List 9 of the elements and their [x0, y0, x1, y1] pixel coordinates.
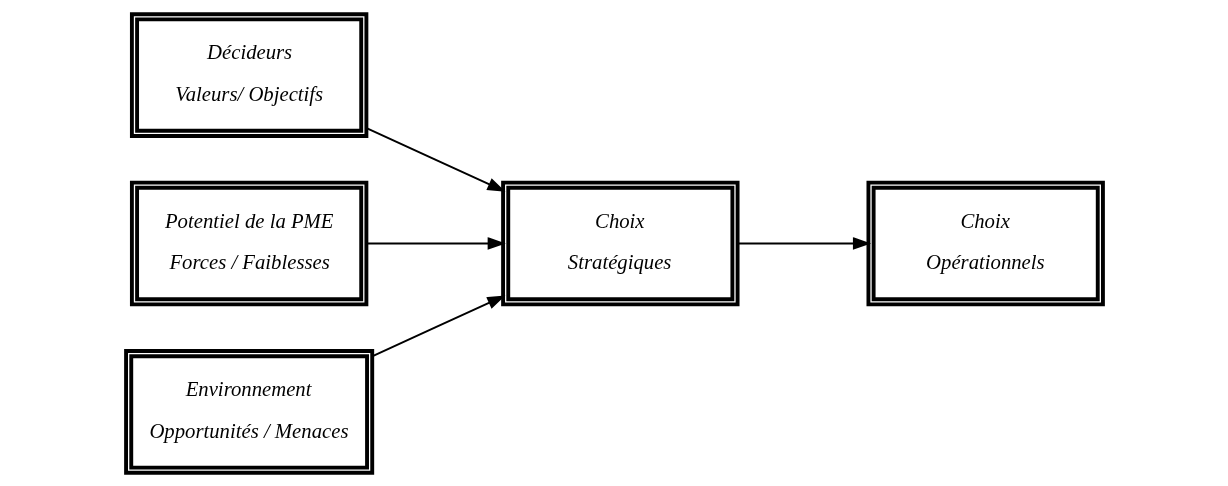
node-box: Choix Stratégiques — [500, 180, 740, 306]
node-box: Décideurs Valeurs/ Objectifs — [129, 11, 368, 138]
arrow — [365, 236, 506, 250]
node-box: Environnement Opportunités / Menaces — [123, 348, 374, 475]
arrow — [736, 236, 871, 250]
node-box: Choix Opérationnels — [866, 180, 1105, 306]
arrow — [371, 294, 505, 357]
node-box: Potentiel de la PME Forces / Faiblesses — [129, 180, 368, 306]
arrow — [365, 126, 506, 192]
